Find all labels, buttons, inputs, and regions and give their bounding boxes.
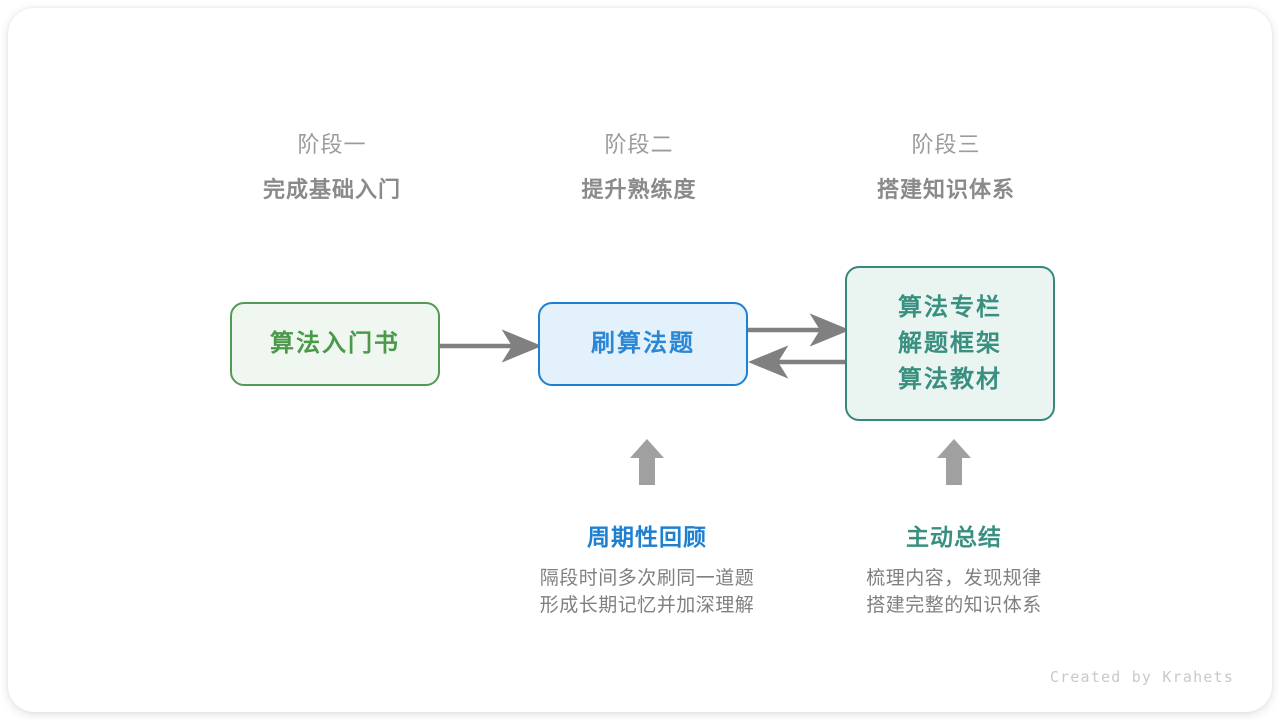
stage-header-3: 阶段三 搭建知识体系 [816, 130, 1076, 206]
diagram-card: 阶段一 完成基础入门 阶段二 提升熟练度 阶段三 搭建知识体系 [8, 8, 1272, 712]
stage-header-1: 阶段一 完成基础入门 [202, 130, 462, 206]
node-intro-book-label: 算法入门书 [270, 330, 400, 357]
callout-active-summary: 主动总结 梳理内容，发现规律 搭建完整的知识体系 [804, 438, 1104, 619]
callout-review-desc-line-2: 形成长期记忆并加深理解 [539, 595, 755, 616]
node-resources-line-1: 算法专栏 [898, 293, 1002, 321]
node-intro-book[interactable]: 算法入门书 [230, 302, 440, 386]
stage-subtitle-2: 提升熟练度 [581, 177, 697, 202]
callout-summary-title: 主动总结 [906, 524, 1002, 550]
callout-review-desc: 隔段时间多次刷同一道题 形成长期记忆并加深理解 [497, 565, 797, 619]
node-practice[interactable]: 刷算法题 [538, 302, 748, 386]
learning-path-diagram: 阶段一 完成基础入门 阶段二 提升熟练度 阶段三 搭建知识体系 [8, 8, 1272, 712]
callout-summary-desc-line-2: 搭建完整的知识体系 [866, 595, 1042, 616]
stage-title-1: 阶段一 [297, 132, 367, 157]
node-resources-line-3: 算法教材 [898, 365, 1002, 393]
callout-summary-desc-line-1: 梳理内容，发现规律 [866, 568, 1042, 589]
stage-title-2: 阶段二 [604, 132, 674, 157]
callout-periodic-review: 周期性回顾 隔段时间多次刷同一道题 形成长期记忆并加深理解 [497, 438, 797, 619]
node-resources-line-2: 解题框架 [898, 329, 1002, 357]
stage-subtitle-1: 完成基础入门 [262, 177, 401, 202]
stage-header-2: 阶段二 提升熟练度 [509, 130, 769, 206]
up-arrow-icon [937, 439, 971, 485]
callout-summary-desc: 梳理内容，发现规律 搭建完整的知识体系 [804, 565, 1104, 619]
node-resources[interactable]: 算法专栏 解题框架 算法教材 [845, 266, 1055, 421]
callout-review-desc-line-1: 隔段时间多次刷同一道题 [539, 568, 755, 589]
connector-resources-to-practice [747, 345, 852, 379]
stage-title-3: 阶段三 [911, 132, 981, 157]
node-practice-label: 刷算法题 [591, 330, 695, 357]
connector-intro-to-practice [438, 329, 543, 363]
stage-subtitle-3: 搭建知识体系 [876, 177, 1015, 202]
callout-review-title: 周期性回顾 [587, 524, 707, 550]
up-arrow-icon [630, 439, 664, 485]
connector-practice-to-resources [746, 313, 851, 347]
footer-credit: Created by Krahets [1049, 668, 1234, 686]
